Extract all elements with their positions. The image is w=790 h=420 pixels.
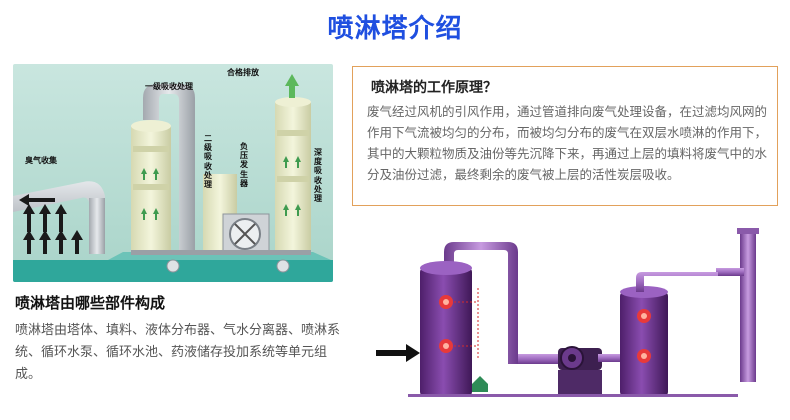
exhaust-arrow-icon (285, 74, 299, 98)
schematic-canvas (376, 228, 759, 397)
elbow-duct (143, 84, 195, 254)
inlet-arrow-icon (376, 344, 420, 362)
principle-body: 废气经过风机的引风作用，通过管道排向废气处理设备，在过滤均风网的作用下气流被均匀… (367, 104, 768, 182)
tower-2-ports (637, 309, 651, 363)
tower-3-arrows (283, 156, 301, 216)
tower-1-arrows (141, 168, 159, 220)
label-stage-2: 二级吸收处理 (204, 134, 212, 189)
label-stage-1: 一级吸收处理 (145, 82, 193, 91)
principle-box: 喷淋塔的工作原理？ 废气经过风机的引风作用，通过管道排向废气处理设备，在过滤均风… (352, 66, 778, 206)
tower-1-top (131, 120, 171, 132)
composition-body: 喷淋塔由塔体、填料、液体分布器、气水分离器、喷淋系统、循环水泵、循环水池、药液储… (15, 323, 341, 382)
tower-1-ports (439, 295, 453, 353)
spray-tower-illustration: 臭气收集 一级吸收处理 合格排放 二级吸收处理 负压发生器 深度吸收处理 (13, 64, 333, 282)
intake-arrows (23, 204, 83, 254)
composition-title: 喷淋塔由哪些部件构成 (15, 294, 166, 312)
pump-icon (472, 376, 488, 384)
process-schematic (368, 228, 780, 416)
principle-title: 喷淋塔的工作原理？ (371, 80, 497, 96)
label-qualified-emission: 合格排放 (227, 68, 259, 77)
fan-unit (558, 346, 620, 370)
spray-tower-1 (420, 268, 472, 396)
illustration-canvas (13, 64, 333, 282)
chimney (740, 232, 756, 382)
label-deep-absorption: 深度吸收处理 (314, 148, 322, 203)
label-odor-collection: 臭气收集 (25, 156, 57, 165)
inlet-riser (89, 198, 105, 254)
spray-tower-2 (620, 292, 668, 396)
label-negative-pressure: 负压发生器 (240, 142, 248, 188)
transfer-pipe (444, 242, 518, 364)
page-title: 喷淋塔介绍 (327, 14, 463, 44)
